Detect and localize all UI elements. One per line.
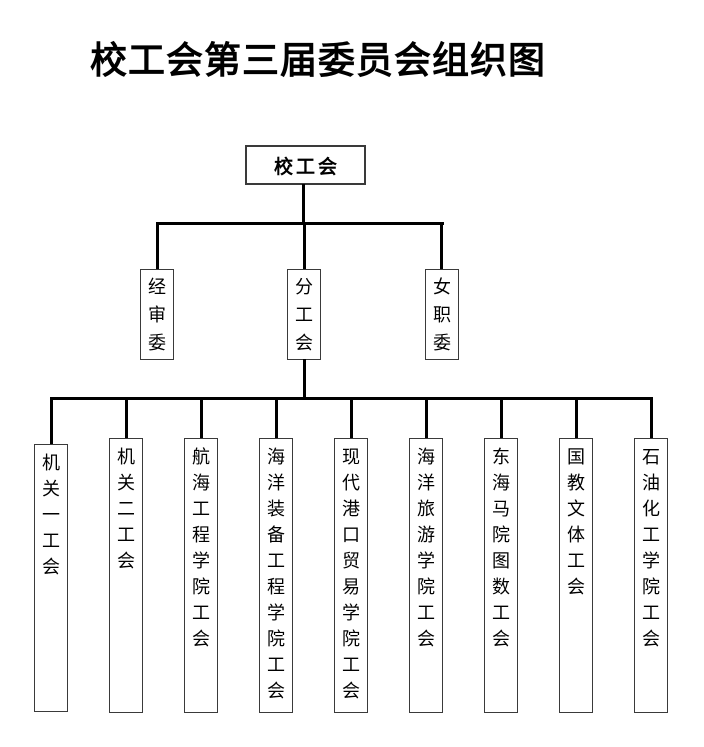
box-intl-edu-culture-sports-union: 国教文体工会 — [559, 438, 593, 713]
box-audit-committee: 经审委 — [140, 269, 174, 360]
connector-stub-marine-equipment — [274, 397, 278, 439]
box-branch-unions: 分工会 — [287, 269, 321, 360]
box-office-union-2: 机关二工会 — [109, 438, 143, 713]
connector-stub-intl-edu — [574, 397, 578, 439]
chart-title: 校工会第三届委员会组织图 — [90, 38, 546, 82]
box-school-union: 校工会 — [245, 145, 366, 185]
connector-stub-office1 — [49, 397, 53, 445]
connector-stub-office2 — [124, 397, 128, 439]
connector-stub-navigation — [199, 397, 203, 439]
connector-stub-branch — [302, 222, 306, 270]
box-marine-equipment-college-union: 海洋装备工程学院工会 — [259, 438, 293, 713]
box-school-union-label: 校工会 — [273, 155, 340, 178]
connector-stub-port-trade — [349, 397, 353, 439]
box-donghai-marxism-library-union: 东海马院图数工会 — [484, 438, 518, 713]
connector-branch-down — [302, 359, 306, 399]
box-navigation-college-union: 航海工程学院工会 — [184, 438, 218, 713]
box-women-workers-committee: 女职委 — [425, 269, 459, 360]
connector-stub-marine-tourism — [424, 397, 428, 439]
connector-stub-audit — [155, 222, 159, 270]
box-marine-tourism-college-union: 海洋旅游学院工会 — [409, 438, 443, 713]
connector-level2-rail — [155, 222, 444, 225]
box-office-union-1: 机关一工会 — [34, 444, 68, 712]
box-modern-port-trade-college-union: 现代港口贸易学院工会 — [334, 438, 368, 713]
connector-root-down — [301, 184, 305, 224]
connector-stub-women — [440, 222, 443, 270]
connector-stub-petrochemical — [649, 397, 653, 439]
box-petrochemical-college-union: 石油化工学院工会 — [634, 438, 668, 713]
connector-stub-donghai — [499, 397, 503, 439]
